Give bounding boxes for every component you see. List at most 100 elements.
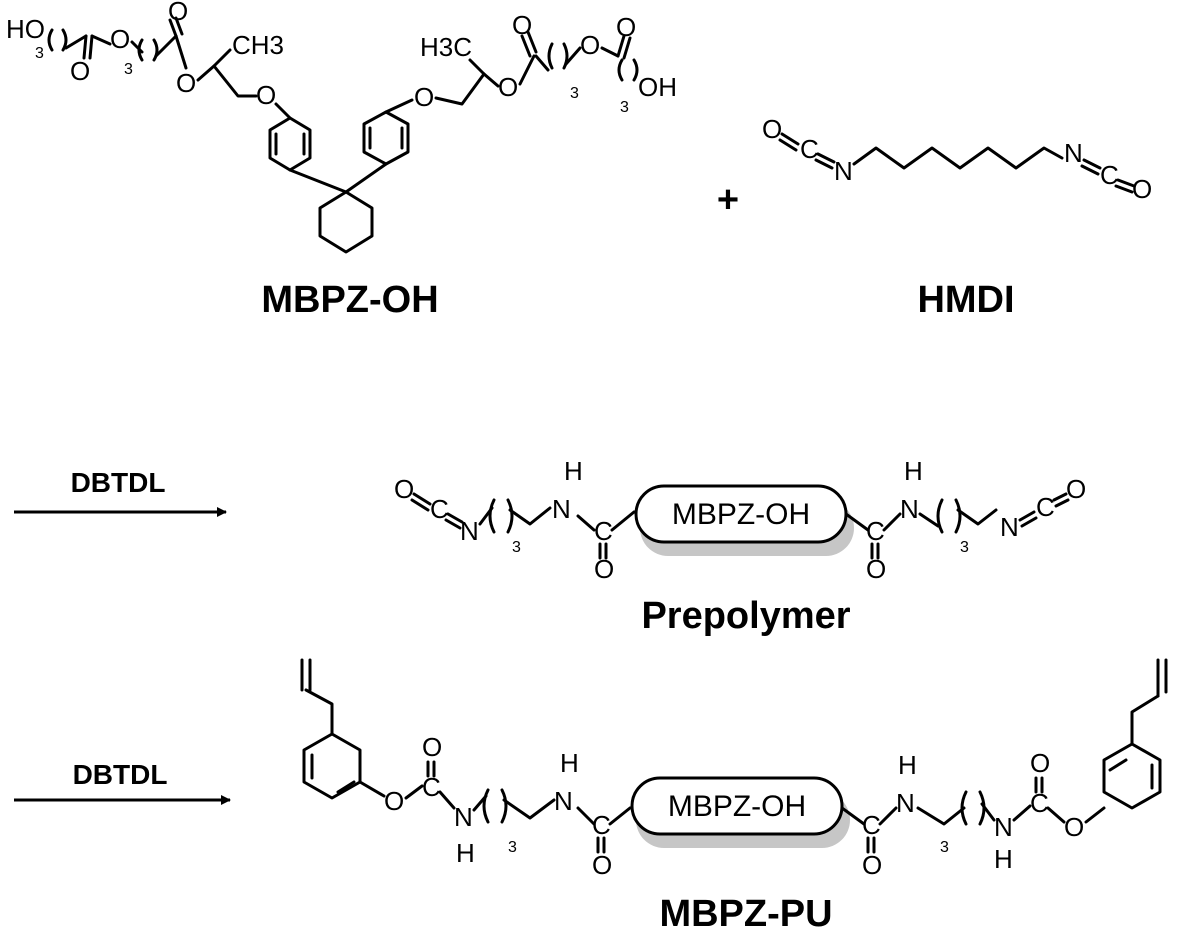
oxygen-label: O xyxy=(592,850,612,880)
repeat-count: 3 xyxy=(570,85,579,102)
cyclohexane-ring xyxy=(318,190,374,254)
aromatic-bond xyxy=(336,780,356,794)
nitrogen-label: N xyxy=(454,802,473,832)
oxygen-label: O xyxy=(616,12,636,42)
paren-right xyxy=(500,788,508,824)
nitrogen-label: N xyxy=(900,494,919,524)
carbon-label: C xyxy=(866,516,885,546)
carbonyl-bond xyxy=(520,34,532,58)
catalyst-label: DBTDL xyxy=(71,467,166,498)
carbon-label: C xyxy=(594,516,613,546)
oxygen-label: O xyxy=(866,554,886,584)
reaction-arrow-step2: DBTDL xyxy=(14,759,231,805)
carbon-label: C xyxy=(862,810,881,840)
paren-right xyxy=(61,28,68,52)
double-bond xyxy=(814,158,834,170)
bond xyxy=(274,102,292,120)
hexamethylene-chain xyxy=(852,146,1064,170)
bond xyxy=(212,64,258,98)
bond xyxy=(518,54,536,86)
nitrogen-label: N xyxy=(554,786,573,816)
repeat-count: 3 xyxy=(960,539,969,556)
mbpz-pu-label: MBPZ-PU xyxy=(659,893,832,935)
hmdi-structure: O C N N C O xyxy=(762,114,1152,204)
hydroxyl-label: HO xyxy=(6,14,45,44)
bond xyxy=(918,512,940,528)
bond xyxy=(384,98,414,114)
carbon-label: C xyxy=(1030,788,1049,818)
bond xyxy=(288,168,348,194)
double-bond xyxy=(1018,510,1036,522)
bond xyxy=(438,790,456,810)
double-bond xyxy=(780,132,800,146)
hydroxyl-label: OH xyxy=(638,72,677,102)
oxygen-label: O xyxy=(176,68,196,98)
bond xyxy=(1084,806,1106,824)
bond xyxy=(468,58,486,76)
oxygen-label: O xyxy=(168,0,188,26)
carbonyl-bond xyxy=(526,30,538,54)
paren-left xyxy=(47,28,54,52)
paren-right xyxy=(506,498,514,534)
nitrogen-label: N xyxy=(1064,138,1083,168)
oxygen-label: O xyxy=(594,554,614,584)
oxygen-label: O xyxy=(1132,174,1152,204)
bond xyxy=(358,780,386,798)
paren-left xyxy=(482,788,490,824)
bond xyxy=(576,806,596,826)
carbon-label: C xyxy=(422,772,441,802)
carbon-label: C xyxy=(592,810,611,840)
double-bond xyxy=(778,138,798,152)
bond xyxy=(90,34,112,46)
hydrogen-label: H xyxy=(560,748,579,778)
nitrogen-label: N xyxy=(994,812,1013,842)
carbon-label: C xyxy=(800,134,819,164)
allyl-chain xyxy=(1130,694,1160,746)
bond xyxy=(610,510,636,532)
bond xyxy=(600,46,620,58)
oxygen-label: O xyxy=(580,30,600,60)
double-bond xyxy=(412,492,432,506)
mbpz-pu-structure: O C O N H 3 N H C O MBPZ-OH C O N H xyxy=(300,658,1168,880)
allyl-chain xyxy=(304,688,334,736)
double-bond xyxy=(1116,178,1136,188)
bond xyxy=(878,806,898,826)
bond xyxy=(344,162,388,194)
core-label: MBPZ-OH xyxy=(668,790,806,823)
hydrogen-label: H xyxy=(994,844,1013,874)
double-bond xyxy=(1082,158,1102,170)
oxygen-label: O xyxy=(414,82,434,112)
nitrogen-label: N xyxy=(1000,512,1019,542)
methyl-label: H3C xyxy=(420,32,472,62)
prepolymer-structure: O C N 3 N H C O MBPZ-OH C O N H 3 xyxy=(394,456,1086,584)
bond xyxy=(482,72,500,88)
paren-right xyxy=(954,498,962,534)
oxygen-label: O xyxy=(862,850,882,880)
reaction-arrow-step1: DBTDL xyxy=(14,467,227,517)
oxygen-label: O xyxy=(1030,748,1050,778)
bond xyxy=(916,806,966,826)
hydrogen-label: H xyxy=(898,750,917,780)
bond xyxy=(980,802,996,822)
oxygen-label: O xyxy=(70,56,90,86)
repeat-count: 3 xyxy=(508,839,517,856)
nitrogen-label: N xyxy=(552,494,571,524)
repeat-count: 3 xyxy=(124,61,133,78)
oxygen-label: O xyxy=(1064,812,1084,842)
carbonyl-bond xyxy=(168,18,178,38)
repeat-count: 3 xyxy=(620,99,629,116)
nitrogen-label: N xyxy=(460,516,479,546)
paren-left xyxy=(547,42,554,70)
catalyst-label: DBTDL xyxy=(73,759,168,790)
repeat-count: 3 xyxy=(512,539,521,556)
double-bond xyxy=(1020,516,1038,528)
paren-right xyxy=(152,38,159,62)
benzene-ring xyxy=(362,110,410,166)
paren-right xyxy=(562,42,569,70)
bond xyxy=(1046,806,1066,824)
bond xyxy=(508,506,552,526)
carbonyl-bond xyxy=(88,34,94,60)
oxygen-label: O xyxy=(384,786,404,816)
oxygen-label: O xyxy=(256,80,276,110)
